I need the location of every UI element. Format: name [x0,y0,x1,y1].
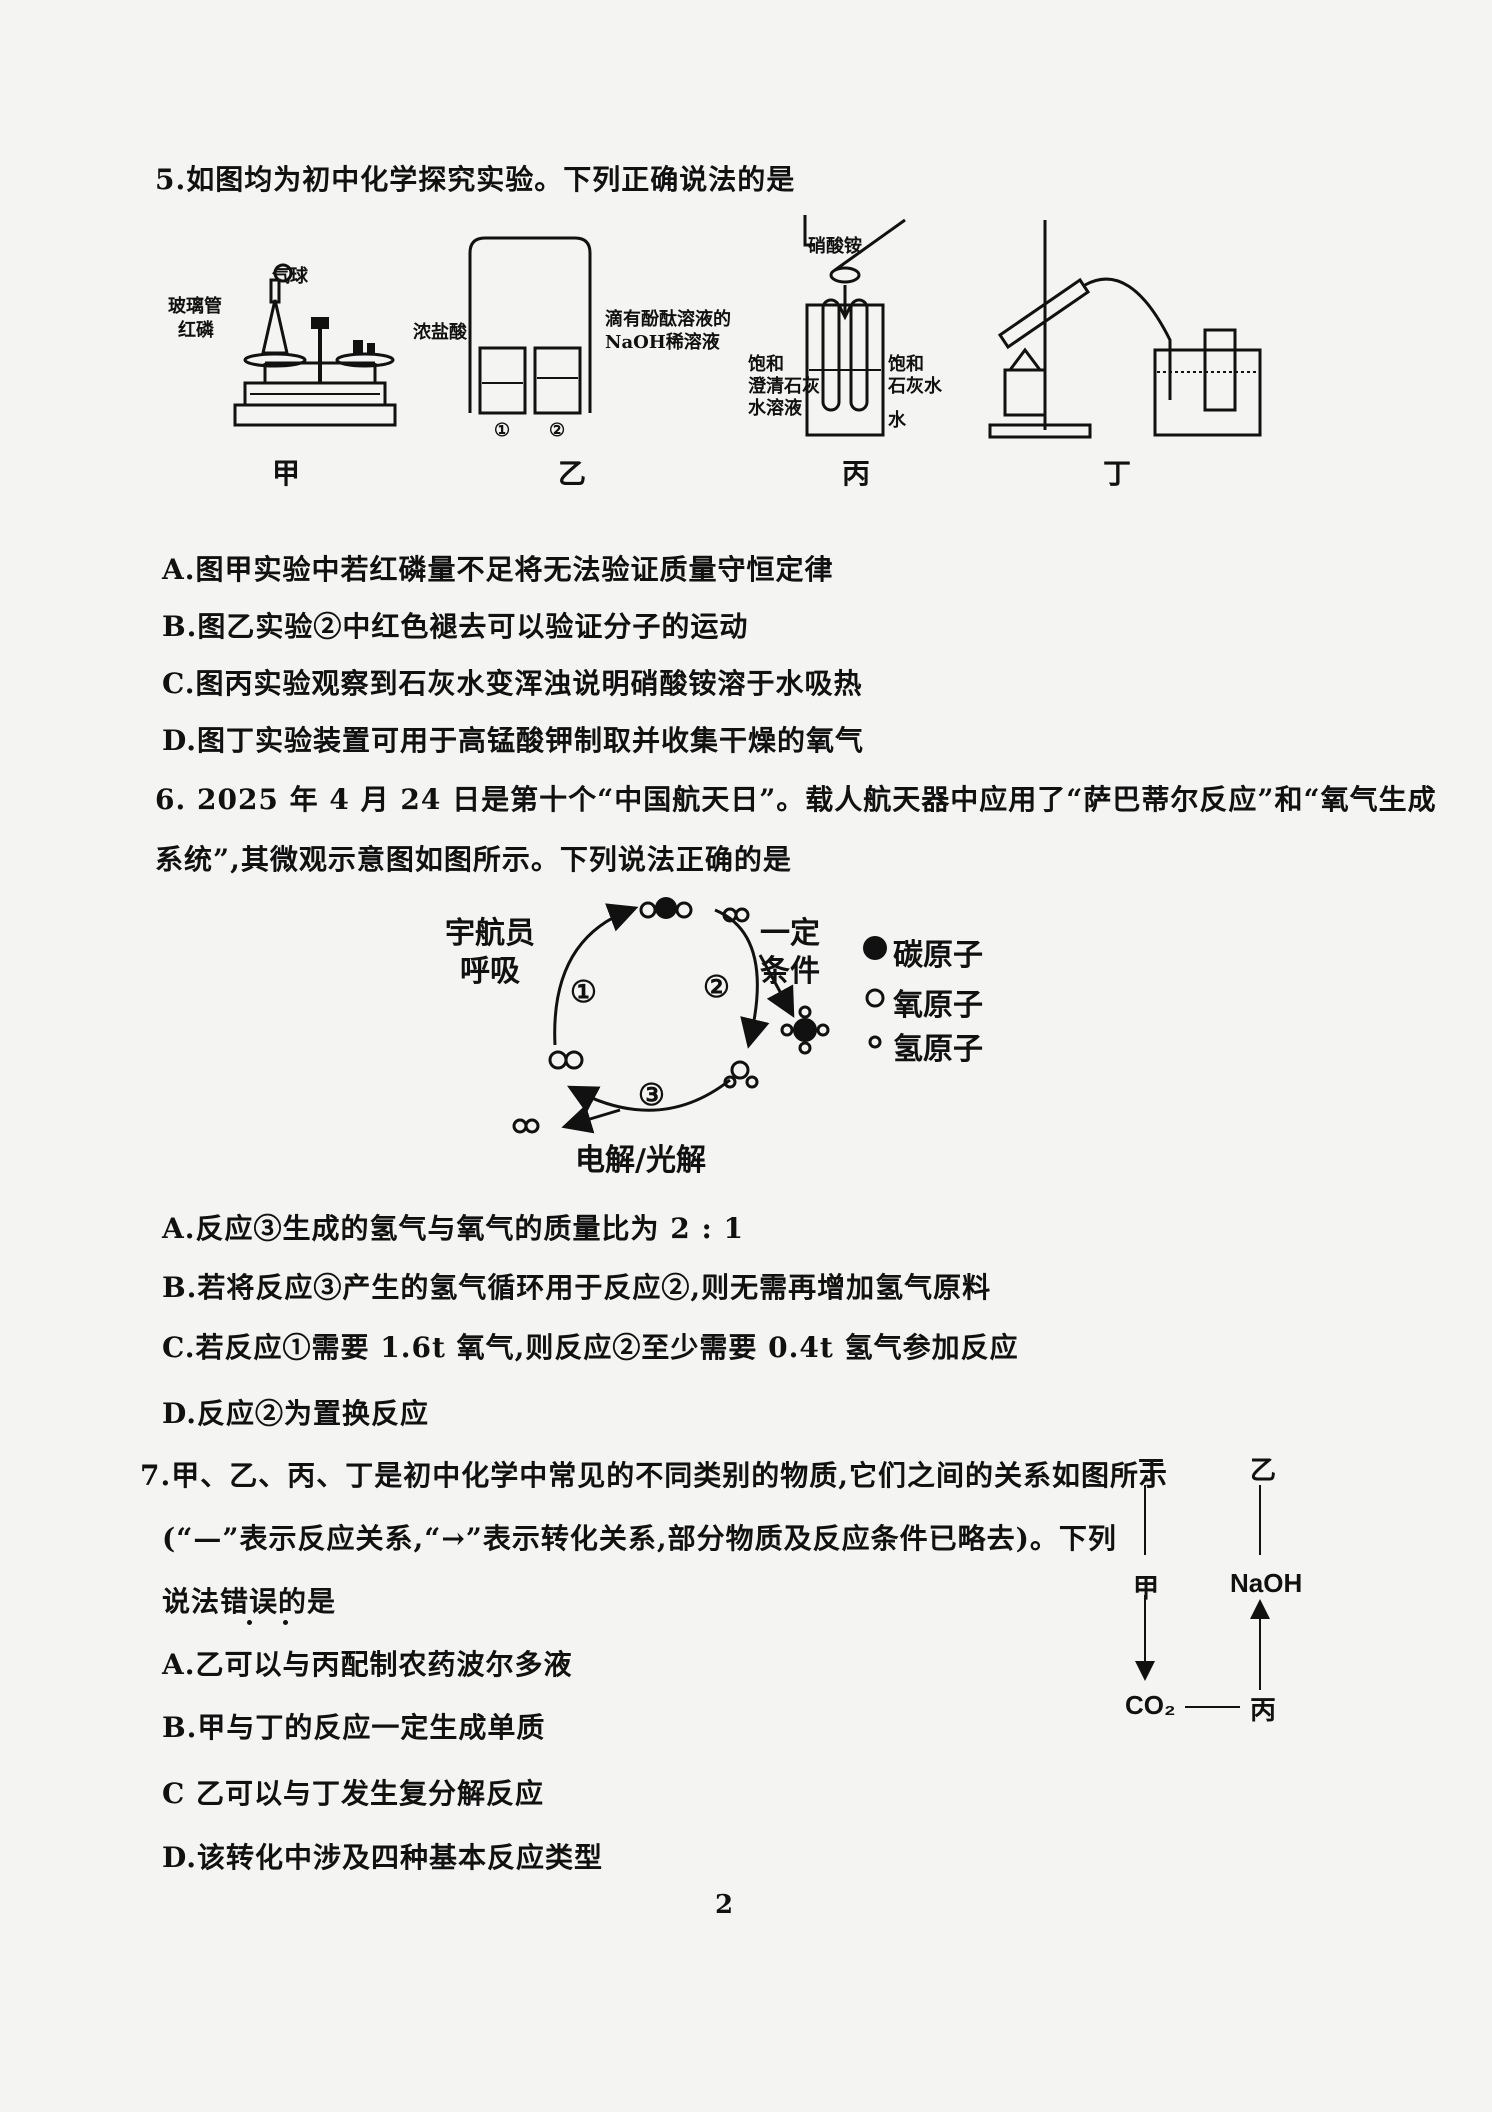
q5-option-b: B.图乙实验②中红色褪去可以验证分子的运动 [162,610,749,643]
beaker-2-label: ② [549,420,566,441]
q6-cycle-diagram [512,897,887,1134]
label-ammonium-nitrate: 硝酸铵 [808,236,862,257]
q6-stem-l2: 系统”,其微观示意图如图所示。下列说法正确的是 [155,843,792,876]
q7-option-c: C 乙可以与丁发生复分解反应 [162,1777,545,1810]
reaction-1-label: ① [570,975,597,1010]
label-left-l1: 饱和 [748,354,784,375]
figure-ding-gas-collection [988,220,1262,439]
q7-option-a: A.乙可以与丙配制农药波尔多液 [162,1648,573,1681]
node-jia: 甲 [1133,1573,1160,1603]
page-number: 2 [715,1890,735,1920]
label-condition-l2: 条件 [760,954,820,989]
legend-hydrogen: 氢原子 [893,1032,983,1067]
label-right-l2: 石灰水 [888,376,942,397]
reaction-3-label: ③ [638,1078,665,1113]
node-co2: CO₂ [1125,1690,1176,1720]
reaction-2-label: ② [703,970,730,1005]
label-condition-l1: 一定 [760,916,820,951]
label-water: 水 [888,410,906,431]
node-yi: 乙 [1250,1455,1277,1485]
label-balloon: 气球 [272,266,308,287]
q6-option-a: A.反应③生成的氢气与氧气的质量比为 2 : 1 [162,1212,745,1245]
q7-stem-l2: (“—”表示反应关系,“→”表示转化关系,部分物质及反应条件已略去)。下列 [162,1522,1117,1555]
q5-option-d: D.图丁实验装置可用于高锰酸钾制取并收集干燥的氧气 [162,724,865,757]
legend-carbon: 碳原子 [893,938,983,973]
fig-label-yi: 乙 [558,457,587,490]
label-right-l1: 饱和 [888,354,924,375]
label-phenol-l1: 滴有酚酞溶液的 [605,309,731,330]
label-left-l3: 水溶液 [748,398,802,419]
q6-stem-l1: 6. 2025 年 4 月 24 日是第十个“中国航天日”。载人航天器中应用了“… [155,783,1437,816]
label-phenol-l2: NaOH稀溶液 [605,332,720,353]
node-ding: 丁 [1138,1455,1165,1485]
label-red-phosphorus: 红磷 [178,320,214,341]
label-breathing: 呼吸 [460,954,520,989]
figure-bing-test-tubes [803,215,906,437]
node-bing: 丙 [1250,1695,1277,1725]
q5-option-a: A.图甲实验中若红磷量不足将无法验证质量守恒定律 [162,553,834,586]
label-left-l2: 澄清石灰 [748,376,820,397]
fig-label-jia: 甲 [272,457,301,490]
q6-option-d: D.反应②为置换反应 [162,1397,430,1430]
emphasis-dot [247,1620,252,1625]
fig-label-ding: 丁 [1103,457,1132,490]
q5-option-c: C.图丙实验观察到石灰水变浑浊说明硝酸铵溶于水吸热 [162,667,863,700]
q6-option-b: B.若将反应③产生的氢气循环用于反应②,则无需再增加氢气原料 [162,1271,992,1304]
label-conc-hcl: 浓盐酸 [413,322,467,343]
q7-option-b: B.甲与丁的反应一定生成单质 [162,1711,546,1744]
beaker-1-label: ① [494,420,511,441]
legend-oxygen: 氧原子 [893,988,983,1023]
q7-stem-l3: 说法错误的是 [162,1585,337,1618]
figure-jia-balance [233,263,397,427]
node-naoh: NaOH [1230,1568,1303,1598]
label-astronaut: 宇航员 [445,916,535,951]
q5-stem: 5.如图均为初中化学探究实验。下列正确说法的是 [155,163,796,196]
q7-stem-l1: 7.甲、乙、丙、丁是初中化学中常见的不同类别的物质,它们之间的关系如图所示 [140,1459,1168,1492]
label-glass-tube: 玻璃管 [168,296,222,317]
emphasis-dot [283,1620,288,1625]
figure-yi-bell-jar [468,236,592,415]
q6-option-c: C.若反应①需要 1.6t 氧气,则反应②至少需要 0.4t 氢气参加反应 [162,1331,1019,1364]
fig-label-bing: 丙 [842,457,871,490]
label-electrolysis: 电解/光解 [575,1143,706,1178]
q7-option-d: D.该转化中涉及四种基本反应类型 [162,1841,604,1874]
q7-relation-diagram [1135,1485,1270,1708]
